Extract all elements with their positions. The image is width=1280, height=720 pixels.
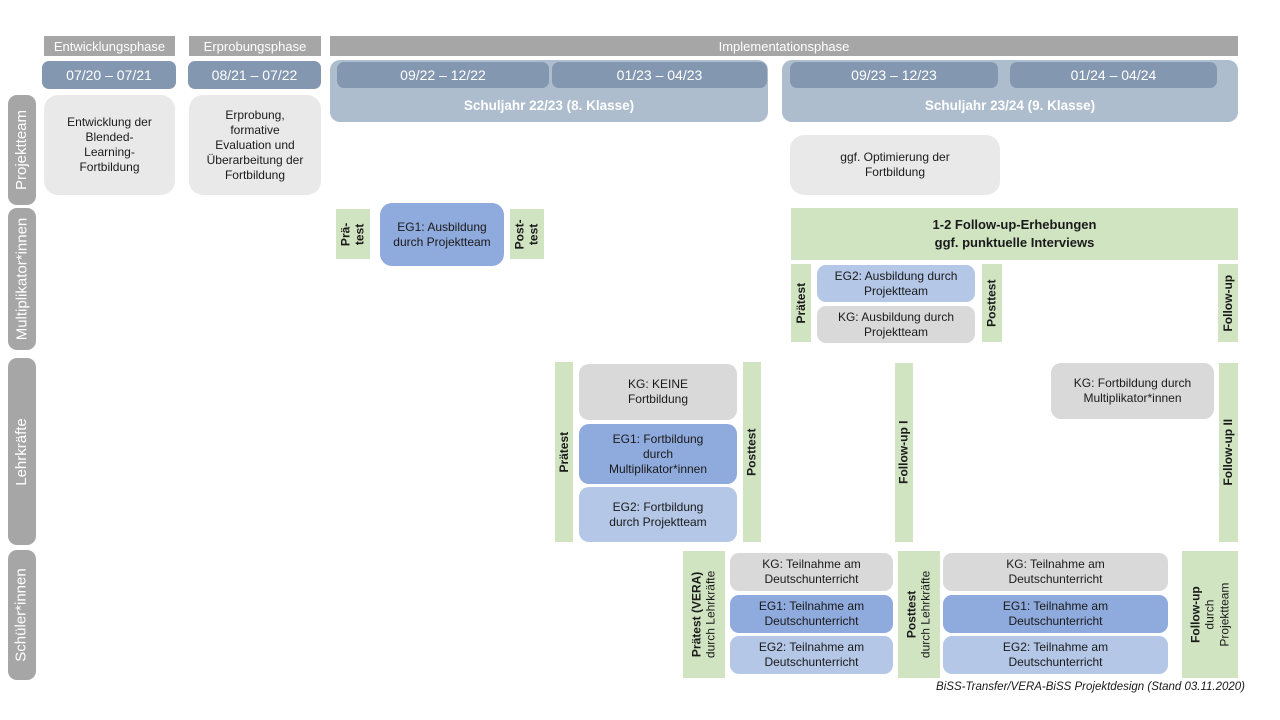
phase-label: Erprobungsphase <box>203 38 307 54</box>
row-label-lehrkraefte: Lehrkräfte <box>8 358 36 545</box>
box-eg2-fortbildung-projektteam: EG2: Fortbildung durch Projektteam <box>579 487 737 542</box>
marker-followup2-lehrkraefte: Follow-up II <box>1219 363 1238 542</box>
footer-caption: BiSS-Transfer/VERA-BiSS Projektdesign (S… <box>936 681 1245 693</box>
box-erprobung-evaluation: Erprobung, formative Evaluation und Über… <box>189 95 321 195</box>
marker-posttest-multiplikator-2: Posttest <box>982 264 1002 342</box>
period-label: 08/21 – 07/22 <box>211 67 298 83</box>
marker-followup1-lehrkraefte: Follow-up I <box>895 363 913 542</box>
period-bar-0922-1222: 09/22 – 12/22 <box>337 62 549 88</box>
box-eg1-teilnahme-1: EG1: Teilnahme am Deutschunterricht <box>730 595 893 633</box>
row-label-multiplikatorinnen: Multiplikator*innen <box>8 208 36 350</box>
box-kg-keine-fortbildung: KG: KEINE Fortbildung <box>579 364 737 420</box>
row-label-schuelerinnen: Schüler*innen <box>8 550 36 680</box>
period-bar-0923-1223: 09/23 – 12/23 <box>790 62 998 88</box>
row-label-projektteam: Projektteam <box>8 95 36 205</box>
marker-praetest-multiplikator-1: Prä- test <box>336 209 370 259</box>
schoolyear-label-23-24: Schuljahr 23/24 (9. Klasse) <box>924 97 1096 113</box>
marker-posttest-multiplikator-1: Post- test <box>510 209 544 259</box>
box-eg1-ausbildung-projektteam: EG1: Ausbildung durch Projektteam <box>380 203 504 266</box>
box-eg2-ausbildung-projektteam: EG2: Ausbildung durch Projektteam <box>817 265 975 302</box>
marker-followup-schueler: Follow-up durch Projektteam <box>1182 551 1238 678</box>
phase-label: Implementationsphase <box>718 38 850 54</box>
period-bar-0720-0721: 07/20 – 07/21 <box>42 61 176 89</box>
box-optimierung-fortbildung: ggf. Optimierung der Fortbildung <box>790 135 1000 195</box>
marker-followup-multiplikator: Follow-up <box>1218 264 1238 342</box>
box-eg1-teilnahme-2: EG1: Teilnahme am Deutschunterricht <box>943 595 1168 633</box>
phase-bar-implementationsphase: Implementationsphase <box>330 36 1238 56</box>
box-kg-teilnahme-1: KG: Teilnahme am Deutschunterricht <box>730 553 893 591</box>
marker-posttest-schueler: Posttest durch Lehrkräfte <box>898 551 940 678</box>
box-entwicklung-fortbildung: Entwicklung der Blended-Learning-Fortbil… <box>44 95 175 195</box>
period-label: 07/20 – 07/21 <box>66 67 152 83</box>
period-label: 01/23 – 04/23 <box>616 67 703 83</box>
marker-praetest-multiplikator-2: Prätest <box>791 264 811 342</box>
period-label: 09/22 – 12/22 <box>400 67 486 83</box>
period-bar-0821-0722: 08/21 – 07/22 <box>188 61 321 89</box>
box-followup-erhebungen: 1-2 Follow-up-Erhebungen ggf. punktuelle… <box>791 208 1238 260</box>
period-bar-0123-0423: 01/23 – 04/23 <box>552 62 767 88</box>
phase-bar-entwicklungsphase: Entwicklungsphase <box>44 36 175 56</box>
box-eg2-teilnahme-1: EG2: Teilnahme am Deutschunterricht <box>730 636 893 674</box>
period-bar-0124-0424: 01/24 – 04/24 <box>1010 62 1217 88</box>
marker-posttest-lehrkraefte: Posttest <box>743 362 761 542</box>
schoolyear-label-22-23: Schuljahr 22/23 (8. Klasse) <box>463 97 635 113</box>
marker-praetest-vera-schueler: Prätest (VERA) durch Lehrkräfte <box>683 551 725 678</box>
marker-praetest-lehrkraefte: Prätest <box>555 362 573 542</box>
period-label: 01/24 – 04/24 <box>1070 67 1157 83</box>
phase-bar-erprobungsphase: Erprobungsphase <box>189 36 321 56</box>
period-label: 09/23 – 12/23 <box>851 67 937 83</box>
box-kg-fortbildung-multiplikatoren: KG: Fortbildung durch Multiplikator*inne… <box>1051 363 1214 419</box>
box-eg1-fortbildung-multiplikatoren: EG1: Fortbildung durch Multiplikator*inn… <box>579 424 737 484</box>
box-eg2-teilnahme-2: EG2: Teilnahme am Deutschunterricht <box>943 636 1168 674</box>
box-kg-teilnahme-2: KG: Teilnahme am Deutschunterricht <box>943 553 1168 591</box>
box-kg-ausbildung-projektteam: KG: Ausbildung durch Projektteam <box>817 306 975 343</box>
phase-label: Entwicklungsphase <box>53 38 166 54</box>
